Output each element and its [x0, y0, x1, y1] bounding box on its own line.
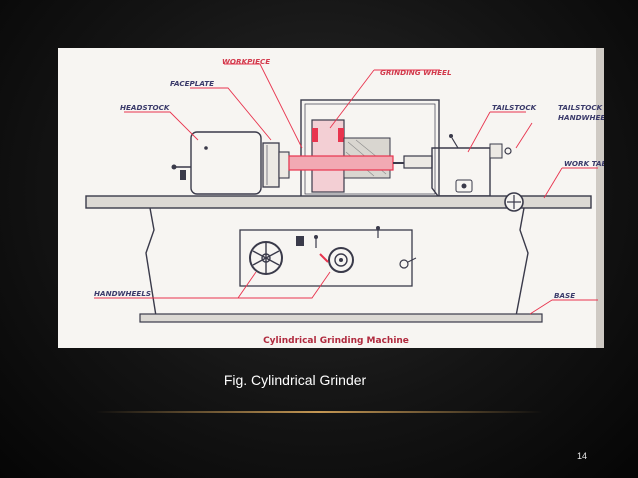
leader-workpiece	[224, 63, 303, 149]
wheel-guard-left	[312, 128, 318, 142]
faceplate	[262, 142, 280, 188]
panel-knob	[296, 236, 304, 246]
headstock-bolt	[204, 146, 208, 150]
wheel-head-inner	[304, 103, 436, 195]
handwheel-right-hub	[339, 258, 343, 262]
label-headstock: HEADSTOCK	[120, 103, 171, 112]
leader-tailstock-handwheel	[515, 122, 533, 149]
spindle-nose	[278, 151, 290, 179]
tailstock-clamp	[455, 179, 473, 193]
tailstock-quill	[403, 155, 433, 169]
label-tailstock: TAILSTOCK	[492, 103, 538, 112]
base-plinth	[139, 313, 543, 323]
headstock-body	[190, 131, 262, 195]
wheel-guard-right	[338, 128, 344, 142]
base-outline	[145, 207, 529, 317]
headstock-lever-knob	[171, 164, 177, 170]
diagram-panel: WORKPIECE FACEPLATE GRINDING WHEEL HEADS…	[58, 48, 604, 348]
work-table	[85, 195, 592, 209]
leader-work-table	[543, 167, 563, 199]
label-faceplate: FACEPLATE	[170, 79, 214, 88]
slide-number: 14	[577, 451, 588, 461]
slide-caption: Fig. Cylindrical Grinder	[0, 372, 638, 388]
divider-glow	[95, 411, 543, 413]
handwheel-right-inner	[334, 253, 348, 267]
headstock-switch	[180, 170, 186, 180]
panel-dial	[399, 259, 409, 269]
tailstock-body	[431, 147, 491, 197]
control-panel	[239, 229, 413, 287]
label-tailstock-handwheel-1: TAILSTOCK	[558, 103, 604, 112]
leader-tailstock	[467, 111, 491, 153]
leader-headstock	[124, 111, 199, 141]
label-base: BASE	[554, 291, 575, 300]
leader-faceplate	[190, 87, 272, 141]
tailstock-handwheel	[504, 147, 512, 155]
scan-edge	[596, 48, 604, 348]
label-work-table: WORK TABLE	[564, 159, 604, 168]
workpiece	[288, 155, 394, 171]
label-tailstock-handwheel-2: HANDWHEEL	[558, 113, 604, 122]
label-handwheels: HANDWHEELS	[94, 289, 151, 298]
tailstock-lever-knob	[449, 134, 453, 138]
caption-text: Fig. Cylindrical Grinder	[223, 372, 367, 388]
panel-lever-3-knob	[376, 226, 380, 230]
leader-lines	[94, 63, 598, 315]
tailstock-handwheel-hub	[489, 143, 503, 159]
cylindrical-grinder-diagram: WORKPIECE FACEPLATE GRINDING WHEEL HEADS…	[85, 48, 604, 348]
leader-handwheels-right	[238, 271, 331, 299]
tailstock-clamp-bolt	[461, 183, 467, 189]
panel-dial-pointer	[407, 257, 417, 263]
tailstock-lever	[451, 137, 459, 149]
label-grinding-wheel: GRINDING WHEEL	[380, 68, 452, 77]
leader-base	[529, 299, 553, 315]
label-workpiece: WORKPIECE	[222, 57, 270, 66]
handwheel-right	[328, 247, 354, 273]
panel-lever-1-knob	[314, 235, 318, 239]
diagram-title: Cylindrical Grinding Machine	[263, 336, 409, 346]
leader-grinding-wheel	[329, 69, 375, 129]
panel-lever-2	[319, 253, 329, 263]
